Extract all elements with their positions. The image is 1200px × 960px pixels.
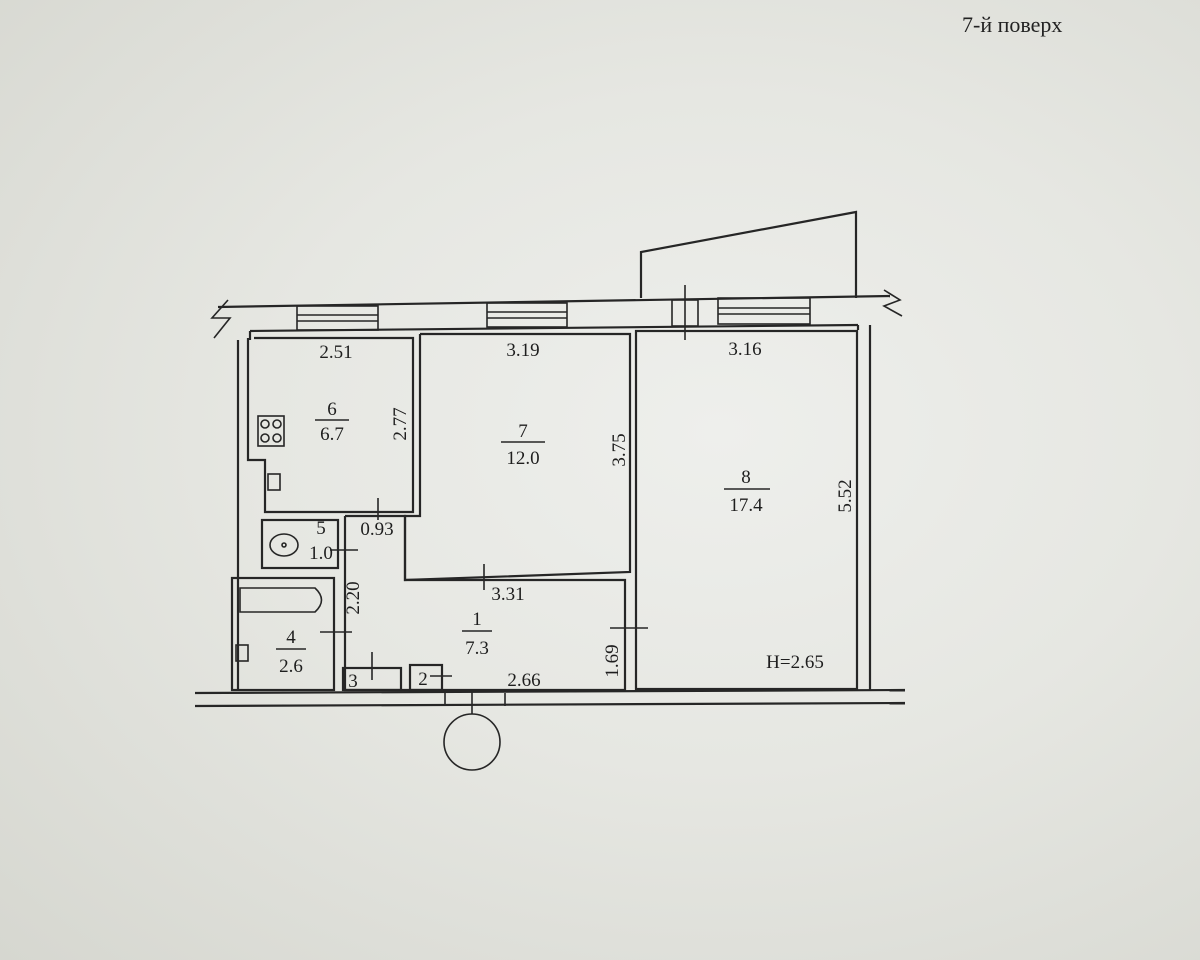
dim-kitchen-width: 2.51 xyxy=(319,342,352,363)
dim-room7-length: 3.75 xyxy=(609,433,630,466)
room-8-area: 17.4 xyxy=(729,495,763,516)
room-6-number: 6 xyxy=(327,399,337,420)
room-6-kitchen xyxy=(246,336,415,520)
room-4-bathroom xyxy=(230,576,352,692)
room-4-area: 2.6 xyxy=(279,656,303,677)
dim-kitchen-length: 2.77 xyxy=(390,407,411,440)
room-5-number: 5 xyxy=(316,518,326,539)
dim-corridor-a: 2.20 xyxy=(343,581,364,614)
room-1-corridor xyxy=(343,514,627,692)
room-1-area: 7.3 xyxy=(465,638,489,659)
bathtub-icon xyxy=(239,587,323,613)
stove-icon xyxy=(257,415,285,447)
room-4-number: 4 xyxy=(286,627,296,648)
room-3-number: 3 xyxy=(348,671,358,692)
dim-corridor-c: 1.69 xyxy=(602,644,623,677)
top-outer-wall xyxy=(210,289,903,690)
dim-wc-width: 0.93 xyxy=(360,519,393,540)
dim-corridor-b: 3.31 xyxy=(491,584,524,605)
closet-2 xyxy=(408,663,444,692)
window-room-7 xyxy=(486,302,568,328)
room-2-number: 2 xyxy=(418,669,428,690)
dim-room8-length: 5.52 xyxy=(835,479,856,512)
room-7-number: 7 xyxy=(518,421,528,442)
room-1-number: 1 xyxy=(472,609,482,630)
floor-label: 7-й поверх xyxy=(962,12,1063,37)
entrance-circle xyxy=(443,713,501,771)
room-6-area: 6.7 xyxy=(320,424,344,445)
room-8-number: 8 xyxy=(741,467,751,488)
toilet-icon xyxy=(269,533,299,557)
dim-corridor-d: 2.66 xyxy=(507,670,540,691)
window-room-8 xyxy=(717,297,811,325)
room-8 xyxy=(634,329,859,691)
balcony xyxy=(639,210,858,298)
sink-icon xyxy=(235,644,249,662)
dim-room7-width: 3.19 xyxy=(506,340,539,361)
room-7-area: 12.0 xyxy=(506,448,539,469)
bottom-outer-wall xyxy=(194,688,906,708)
dim-room8-width: 3.16 xyxy=(728,339,761,360)
window-kitchen xyxy=(296,305,379,331)
room-5-area: 1.0 xyxy=(309,543,333,564)
ceiling-height: H=2.65 xyxy=(766,652,824,673)
sink-icon xyxy=(267,473,281,491)
